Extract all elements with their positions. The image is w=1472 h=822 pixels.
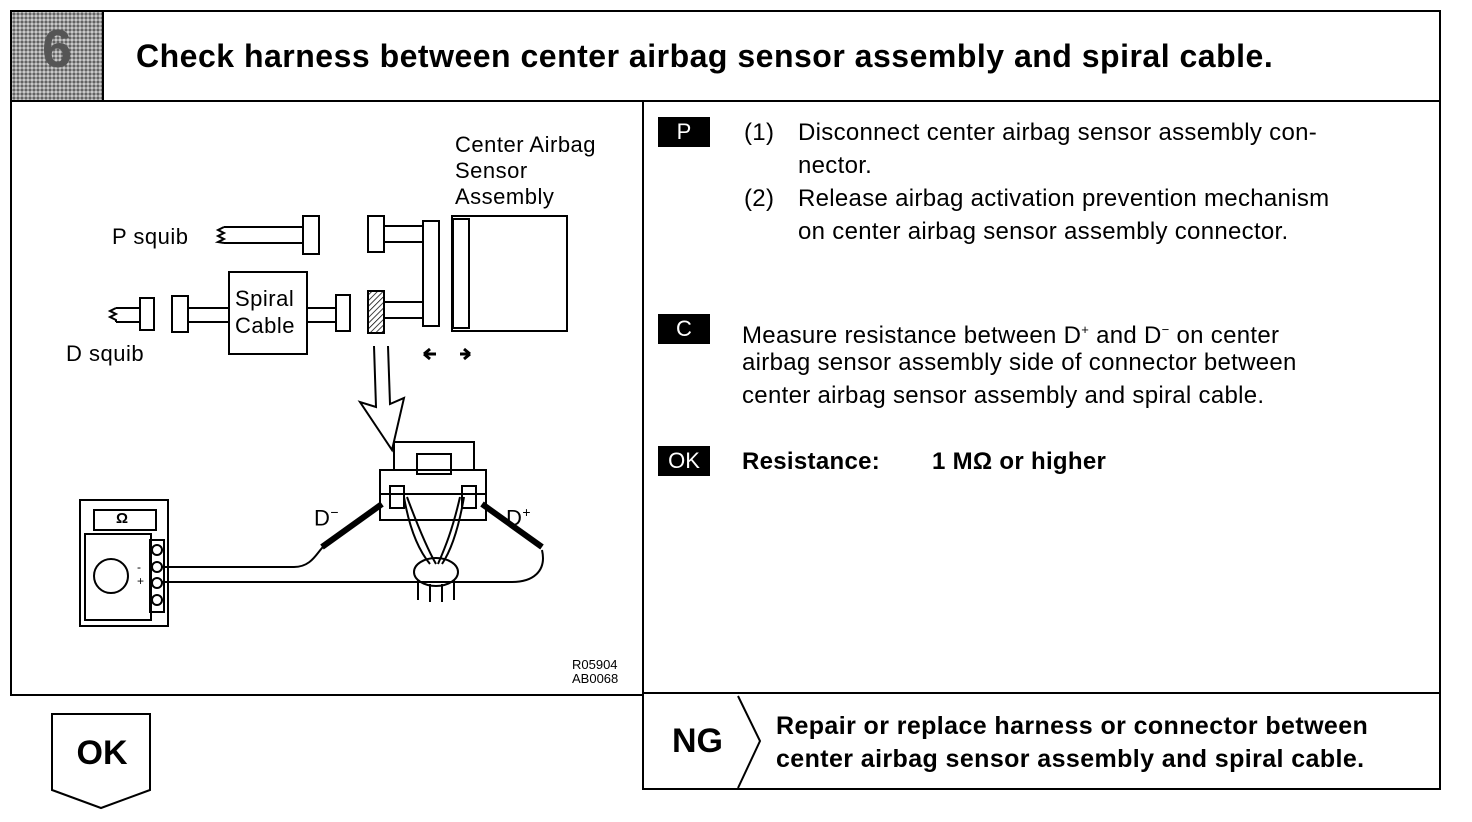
measure-line3: center airbag sensor assembly and spiral…	[742, 382, 1265, 409]
ohm-icon: Ω	[116, 510, 129, 527]
ohmmeter-dial	[93, 558, 129, 594]
ng-result-box	[642, 692, 1441, 790]
p-squib-label: P squib	[112, 224, 189, 249]
ohmmeter-display	[93, 509, 157, 531]
step2-line1: Release airbag activation prevention mec…	[798, 185, 1330, 212]
sensor-assembly-plate	[452, 218, 470, 329]
d-minus-label: D−	[314, 504, 340, 531]
spiral-cable-box	[228, 271, 308, 355]
page-title: Check harness between center airbag sens…	[136, 38, 1274, 74]
prep-tag: P	[658, 117, 710, 147]
ok-result-badge	[51, 713, 151, 810]
step2-line2: on center airbag sensor assembly connect…	[798, 218, 1289, 245]
step1-line2: nector.	[798, 152, 873, 179]
ng-line2: center airbag sensor assembly and spiral…	[776, 745, 1365, 773]
d-plus-label: D+	[506, 504, 532, 531]
procedure-panel	[642, 100, 1441, 694]
figure-code-1: R05904	[572, 657, 618, 672]
step1-number: (1)	[744, 119, 775, 146]
ng-result-label: NG	[672, 722, 723, 760]
d-squib-connector-1	[139, 297, 155, 331]
d-squib-label: D squib	[66, 341, 145, 366]
resistance-label: Resistance:	[742, 448, 881, 475]
lower-connector-hatched	[367, 290, 385, 334]
measure-line2: airbag sensor assembly side of connector…	[742, 349, 1297, 376]
sensor-connector-block	[422, 220, 440, 327]
sensor-label-line2: Sensor	[455, 158, 528, 183]
ng-line1: Repair or replace harness or connector b…	[776, 712, 1369, 740]
meter-plus-label: +	[137, 574, 145, 588]
d-squib-connector-2	[171, 295, 189, 333]
step2-number: (2)	[744, 185, 775, 212]
ng-chevron	[737, 695, 762, 789]
resistance-value: 1 MΩ or higher	[932, 448, 1107, 475]
wiring-diagram	[79, 215, 568, 627]
step-badge	[10, 10, 104, 102]
meter-minus-label: -	[137, 560, 141, 574]
spiral-label-line2: Cable	[235, 313, 295, 338]
ok-result-label: OK	[76, 734, 128, 772]
ohmmeter-body	[79, 499, 169, 627]
spiral-cable-connector	[335, 294, 351, 332]
measure-line1: Measure resistance between D+ and D− on …	[742, 322, 1280, 349]
sensor-label-line3: Assembly	[455, 184, 555, 209]
figure-code-2: AB0068	[572, 671, 619, 686]
step-number: 6	[41, 19, 73, 79]
check-tag: C	[658, 314, 710, 344]
spiral-label-line1: Spiral	[235, 286, 295, 311]
ok-tag: OK	[658, 446, 710, 476]
step1-line1: Disconnect center airbag sensor assembly…	[798, 119, 1318, 146]
measured-connector-top	[393, 441, 475, 471]
sensor-label-line1: Center Airbag	[455, 132, 597, 157]
p-squib-connector	[302, 215, 320, 255]
upper-connector	[367, 215, 385, 253]
arrow-down	[357, 345, 406, 453]
